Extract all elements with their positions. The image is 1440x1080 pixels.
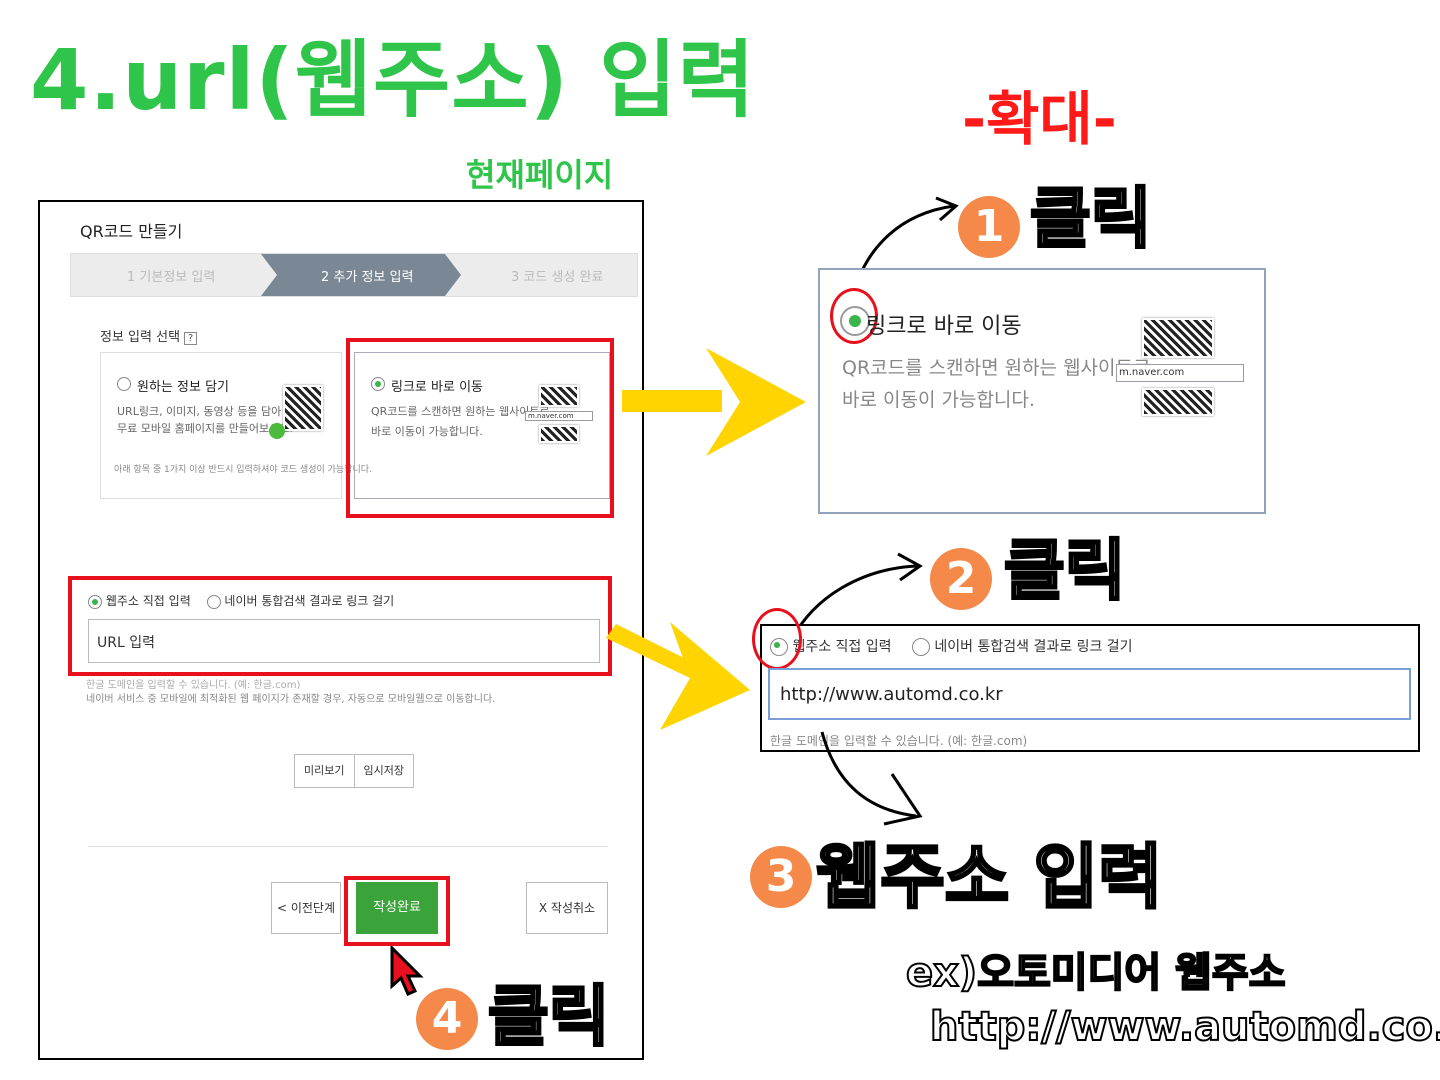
zoom-desc-line-1: QR코드를 스캔하면 원하는 웹사이트로 [842,357,1151,379]
option2-desc-2: 바로 이동이 가능합니다. [371,425,483,438]
qr-sample-icon [283,385,323,431]
divider [88,846,608,847]
step1-click-label: 클릭 [1028,180,1152,257]
url-help-line-1: 한글 도메인을 입력할 수 있습니다. (예: 한글.com) [86,680,301,691]
step4-click-label: 클릭 [486,978,610,1055]
zoom-url-help: 한글 도메인을 입력할 수 있습니다. (예: 한글.com) [770,734,1028,748]
temp-save-button[interactable]: 임시저장 [363,764,404,777]
qr-top-icon [539,385,579,407]
zoom-radio-url-naver[interactable] [911,638,930,656]
option-custom-info[interactable]: 원하는 정보 담기 URL링크, 이미지, 동영상 등을 담아 무료 모바일 홈… [100,352,342,499]
arrow-diagonal-icon [606,622,750,730]
cancel-button[interactable]: X 작성취소 [526,882,608,934]
example-label: ex)오토미디어 웹주소 [905,949,1287,997]
zoom-option-desc: QR코드를 스캔하면 원하는 웹사이트로 바로 이동이 가능합니다. [842,352,1150,416]
form-screenshot-panel [38,200,644,1060]
highlight-url-radio-circle [752,608,802,670]
step-1: 1 기본정보 입력 [127,270,216,285]
step-2: 2 추가 정보 입력 [321,270,414,285]
zoom-option-panel [818,268,1266,514]
zoom-option-title: 링크로 바로 이동 [866,314,1022,339]
info-select-text: 정보 입력 선택 [100,330,181,345]
info-select-label: 정보 입력 선택? [100,326,198,345]
url-help-text: 한글 도메인을 입력할 수 있습니다. (예: 한글.com) 네이버 서비스 … [86,680,496,705]
zoom-url-type-radios: 웹주소 직접 입력 네이버 통합검색 결과로 링크 걸기 [770,636,1133,656]
radio-url-direct[interactable] [88,594,102,609]
step3-arrow-icon [820,731,923,826]
active-step-bg [261,254,461,296]
zoom-url-direct-label: 웹주소 직접 입력 [792,639,892,655]
radio-direct-link[interactable] [371,377,385,391]
option1-title: 원하는 정보 담기 [137,380,229,395]
zoom-qr-top-icon [1142,318,1214,358]
highlight-option-box [346,338,614,518]
highlight-complete-box [344,876,450,946]
zoom-title: -확대- [962,85,1117,153]
step2-click-label: 클릭 [1002,532,1126,609]
url-input[interactable]: URL 입력 [88,619,600,663]
option2-title: 링크로 바로 이동 [391,380,483,395]
main-title: 4.url(웹주소) 입력 [30,31,756,129]
preview-save-group: 미리보기 임시저장 [294,754,414,788]
step4-badge: 4 [416,988,478,1050]
zoom-qr-bottom-icon [1142,388,1214,416]
radio-url-naver[interactable] [206,594,221,609]
step-indicator: 1 기본정보 입력 2 추가 정보 입력 3 코드 생성 완료 [70,253,638,297]
step3-badge: 3 [750,846,812,908]
url-direct-label: 웹주소 직접 입력 [105,594,191,608]
highlight-radio-circle [830,288,878,344]
step-3: 3 코드 생성 완료 [511,270,604,285]
option2-desc-1: QR코드를 스캔하면 원하는 웹사이트로 [371,405,550,418]
option1-desc-1: URL링크, 이미지, 동영상 등을 담아 [117,405,282,418]
option1-desc-2: 무료 모바일 홈페이지를 만들어보세요. [117,422,293,435]
qr-page-heading: QR코드 만들기 [80,222,183,241]
url-sample-bar: m.naver.com [525,411,593,421]
url-naver-label: 네이버 통합검색 결과로 링크 걸기 [224,594,395,608]
download-icon [269,423,285,439]
qr-bottom-icon [539,425,579,443]
prev-step-button[interactable]: < 이전단계 [271,882,341,934]
example-url: http://www.automd.co.kr [929,1003,1440,1051]
step1-badge: 1 [958,196,1020,258]
zoom-url-sample-bar: m.naver.com [1116,364,1244,382]
url-type-radios: 웹주소 직접 입력 네이버 통합검색 결과로 링크 걸기 [88,592,394,609]
highlight-url-box [68,576,612,676]
arrow-right-icon [622,348,806,456]
zoom-url-input[interactable]: http://www.automd.co.kr [768,668,1411,720]
zoom-url-panel [760,624,1420,752]
complete-button[interactable]: 작성완료 [356,882,438,934]
option-direct-link[interactable]: 링크로 바로 이동 QR코드를 스캔하면 원하는 웹사이트로 바로 이동이 가능… [354,352,610,499]
radio-custom-info[interactable] [117,377,131,391]
current-page-label: 현재페이지 [466,156,614,194]
url-help-line-2: 네이버 서비스 중 모바일에 최적화된 웹 페이지가 존재할 경우, 자동으로 … [86,694,496,705]
preview-button[interactable]: 미리보기 [295,755,355,787]
zoom-desc-line-2: 바로 이동이 가능합니다. [842,389,1035,411]
step3-label: 웹주소 입력 [814,836,1163,918]
step2-badge: 2 [930,548,992,610]
help-icon[interactable]: ? [184,332,198,345]
zoom-url-naver-label: 네이버 통합검색 결과로 링크 걸기 [934,639,1133,655]
option-required-note: 아래 항목 중 1가지 이상 반드시 입력하셔야 코드 생성이 가능합니다. [114,465,372,475]
mouse-cursor-icon [390,946,424,996]
